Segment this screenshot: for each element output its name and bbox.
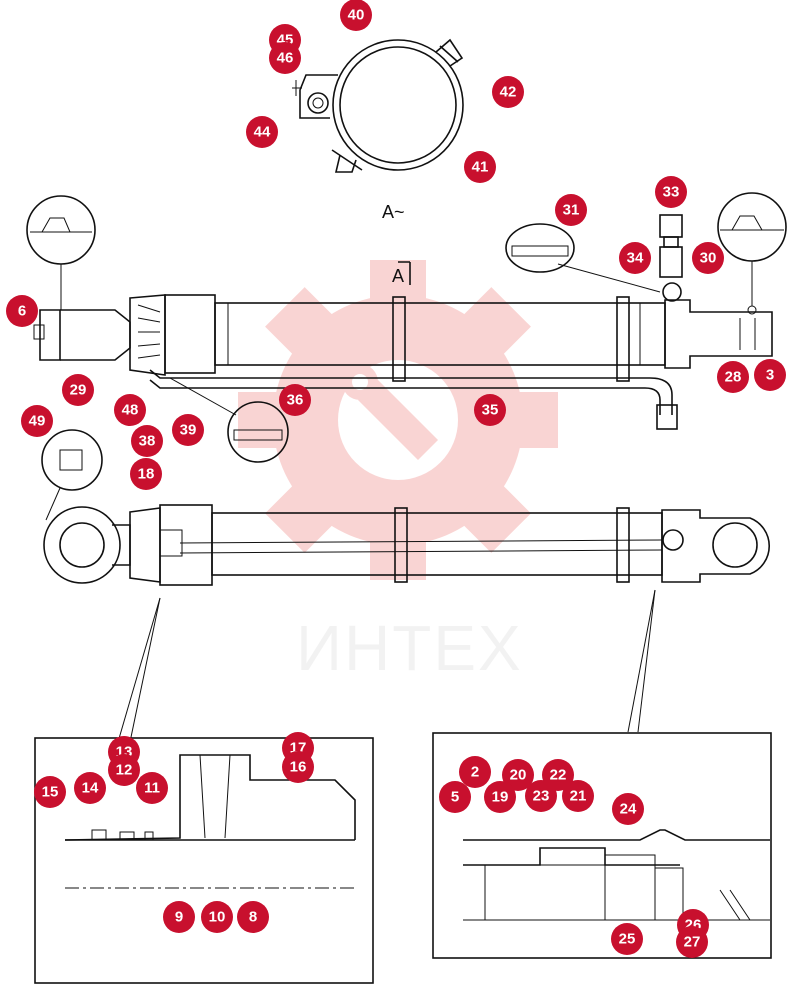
- callout-44: 44: [246, 116, 278, 148]
- svg-text:23: 23: [533, 788, 550, 805]
- svg-text:31: 31: [563, 202, 580, 219]
- detail-bubble-seal-left: [26, 195, 96, 310]
- callout-48: 48: [114, 394, 146, 426]
- svg-text:46: 46: [277, 50, 294, 67]
- upper-cylinder: [33, 214, 773, 430]
- svg-text:41: 41: [472, 159, 489, 176]
- svg-text:14: 14: [82, 780, 99, 797]
- callout-16: 16: [282, 751, 314, 783]
- callout-2: 2: [459, 756, 491, 788]
- svg-text:9: 9: [175, 909, 183, 926]
- callout-35: 35: [474, 394, 506, 426]
- svg-text:18: 18: [138, 466, 155, 483]
- clamp-section-view: [292, 38, 464, 173]
- callout-39: 39: [172, 414, 204, 446]
- svg-text:35: 35: [482, 402, 499, 419]
- callout-46: 46: [269, 42, 301, 74]
- svg-text:29: 29: [70, 382, 87, 399]
- callout-6: 6: [6, 295, 38, 327]
- svg-text:44: 44: [254, 124, 271, 141]
- svg-text:12: 12: [116, 762, 133, 779]
- svg-text:8: 8: [249, 909, 257, 926]
- callout-27: 27: [676, 926, 708, 958]
- svg-text:20: 20: [510, 767, 527, 784]
- detail-bubble-port: [505, 223, 661, 293]
- svg-text:21: 21: [570, 788, 587, 805]
- watermark: ИНТЕХ: [238, 260, 558, 684]
- svg-text:10: 10: [209, 909, 226, 926]
- svg-text:3: 3: [766, 367, 774, 384]
- callout-14: 14: [74, 772, 106, 804]
- callout-49: 49: [21, 405, 53, 437]
- lower-cylinder: [43, 504, 771, 586]
- callout-31: 31: [555, 194, 587, 226]
- svg-text:27: 27: [684, 934, 701, 951]
- callout-42: 42: [492, 76, 524, 108]
- svg-text:30: 30: [700, 250, 717, 267]
- detail-box-head-seals: [34, 737, 374, 984]
- callout-24: 24: [612, 793, 644, 825]
- callout-19: 19: [484, 781, 516, 813]
- section-arrow: A: [392, 261, 411, 286]
- callout-11: 11: [136, 772, 168, 804]
- svg-text:42: 42: [500, 84, 517, 101]
- callout-33: 33: [655, 176, 687, 208]
- callout-28: 28: [717, 361, 749, 393]
- svg-text:11: 11: [144, 780, 160, 797]
- svg-text:6: 6: [18, 303, 26, 320]
- callout-23: 23: [525, 780, 557, 812]
- detail-bubble-seal-right: [717, 192, 787, 306]
- svg-text:36: 36: [287, 392, 304, 409]
- detail-box-piston-seals: [432, 732, 772, 959]
- svg-text:19: 19: [492, 789, 509, 806]
- svg-text:A: A: [392, 266, 404, 286]
- callout-3: 3: [754, 359, 786, 391]
- svg-text:33: 33: [663, 184, 680, 201]
- svg-text:5: 5: [451, 789, 459, 806]
- svg-text:28: 28: [725, 369, 742, 386]
- detail-bubble-fitting: [169, 377, 289, 463]
- svg-text:34: 34: [627, 250, 644, 267]
- section-a-label: A~: [382, 202, 405, 222]
- callout-20: 20: [502, 759, 534, 791]
- svg-text:38: 38: [139, 433, 156, 450]
- callout-36: 36: [279, 384, 311, 416]
- callout-41: 41: [464, 151, 496, 183]
- callout-15: 15: [34, 776, 66, 808]
- svg-text:49: 49: [29, 413, 46, 430]
- svg-text:25: 25: [619, 931, 636, 948]
- svg-text:48: 48: [122, 402, 139, 419]
- callout-8: 8: [237, 901, 269, 933]
- callout-34: 34: [619, 242, 651, 274]
- callout-21: 21: [562, 780, 594, 812]
- callout-5: 5: [439, 781, 471, 813]
- callout-18: 18: [130, 458, 162, 490]
- callout-10: 10: [201, 901, 233, 933]
- svg-text:24: 24: [620, 801, 637, 818]
- callout-30: 30: [692, 242, 724, 274]
- callout-25: 25: [611, 923, 643, 955]
- callout-29: 29: [62, 374, 94, 406]
- detail-bubble-grease-fitting: [41, 429, 103, 521]
- svg-text:22: 22: [550, 767, 567, 784]
- watermark-text: ИНТЕХ: [296, 612, 523, 684]
- svg-text:39: 39: [180, 422, 197, 439]
- callout-12: 12: [108, 754, 140, 786]
- callout-40: 40: [340, 0, 372, 31]
- callout-markers: 40 45 46 42 44 41 33 31 34 30 6 29 48 38…: [6, 0, 786, 958]
- callout-38: 38: [131, 425, 163, 457]
- svg-text:2: 2: [471, 764, 479, 781]
- svg-text:40: 40: [348, 7, 365, 24]
- callout-9: 9: [163, 901, 195, 933]
- svg-text:16: 16: [290, 759, 307, 776]
- svg-text:15: 15: [42, 784, 59, 801]
